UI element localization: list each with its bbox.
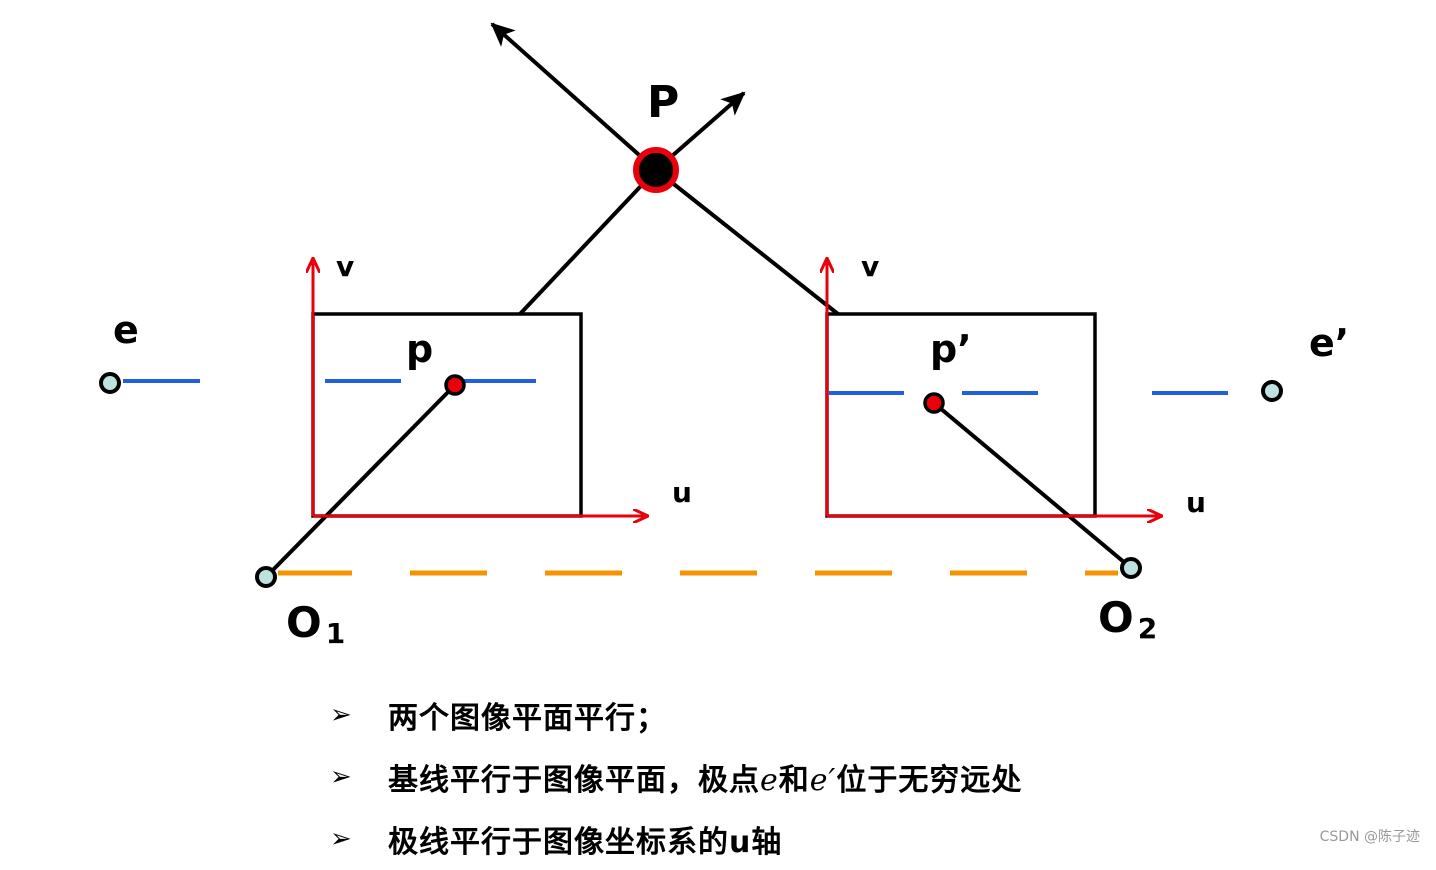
bullet-text: 基线平行于图像平面，极点e和e′位于无穷远处 [388, 763, 1023, 798]
ray-out-left [490, 22, 658, 172]
label-p: p [406, 327, 433, 371]
image-point-p-prime [923, 392, 945, 414]
bullet-text: 极线平行于图像坐标系的u轴 [388, 825, 783, 860]
camera-center-O1 [255, 566, 277, 588]
ray-to-left-plane [518, 168, 658, 316]
bullet-item: ➢ 基线平行于图像平面，极点e和e′位于无穷远处 [330, 746, 1022, 808]
label-u-left: u [672, 476, 692, 509]
bullet-text: 两个图像平面平行； [388, 701, 667, 736]
left-image-axes [313, 259, 647, 516]
epipole-e-prime [1261, 380, 1283, 402]
label-v-left: v [336, 250, 354, 283]
arrowhead-bullet-icon: ➢ [330, 824, 352, 854]
camera-center-O2 [1120, 557, 1142, 579]
arrowhead-bullet-icon: ➢ [330, 762, 352, 792]
ray-to-right-plane [654, 168, 840, 316]
right-image-axes [827, 259, 1161, 516]
ray-O1-p [264, 383, 457, 579]
watermark: CSDN @陈子迹 [1319, 829, 1420, 845]
label-e: e [113, 308, 139, 352]
label-P: P [647, 77, 679, 128]
image-point-p [444, 374, 466, 396]
label-p-prime: p’ [930, 327, 972, 371]
label-e-prime: e’ [1309, 321, 1349, 365]
arrowhead-bullet-icon: ➢ [330, 700, 352, 730]
epipole-e [99, 372, 121, 394]
bullet-item: ➢ 极线平行于图像坐标系的u轴 [330, 808, 1022, 870]
label-u-right: u [1186, 486, 1206, 519]
bullet-item: ➢ 两个图像平面平行； [330, 684, 1022, 746]
world-point-P [633, 147, 679, 193]
ray-O2-p-prime [932, 401, 1133, 570]
label-v-right: v [861, 250, 879, 283]
bullet-list: ➢ 两个图像平面平行； ➢ 基线平行于图像平面，极点e和e′位于无穷远处 ➢ 极… [330, 684, 1022, 870]
